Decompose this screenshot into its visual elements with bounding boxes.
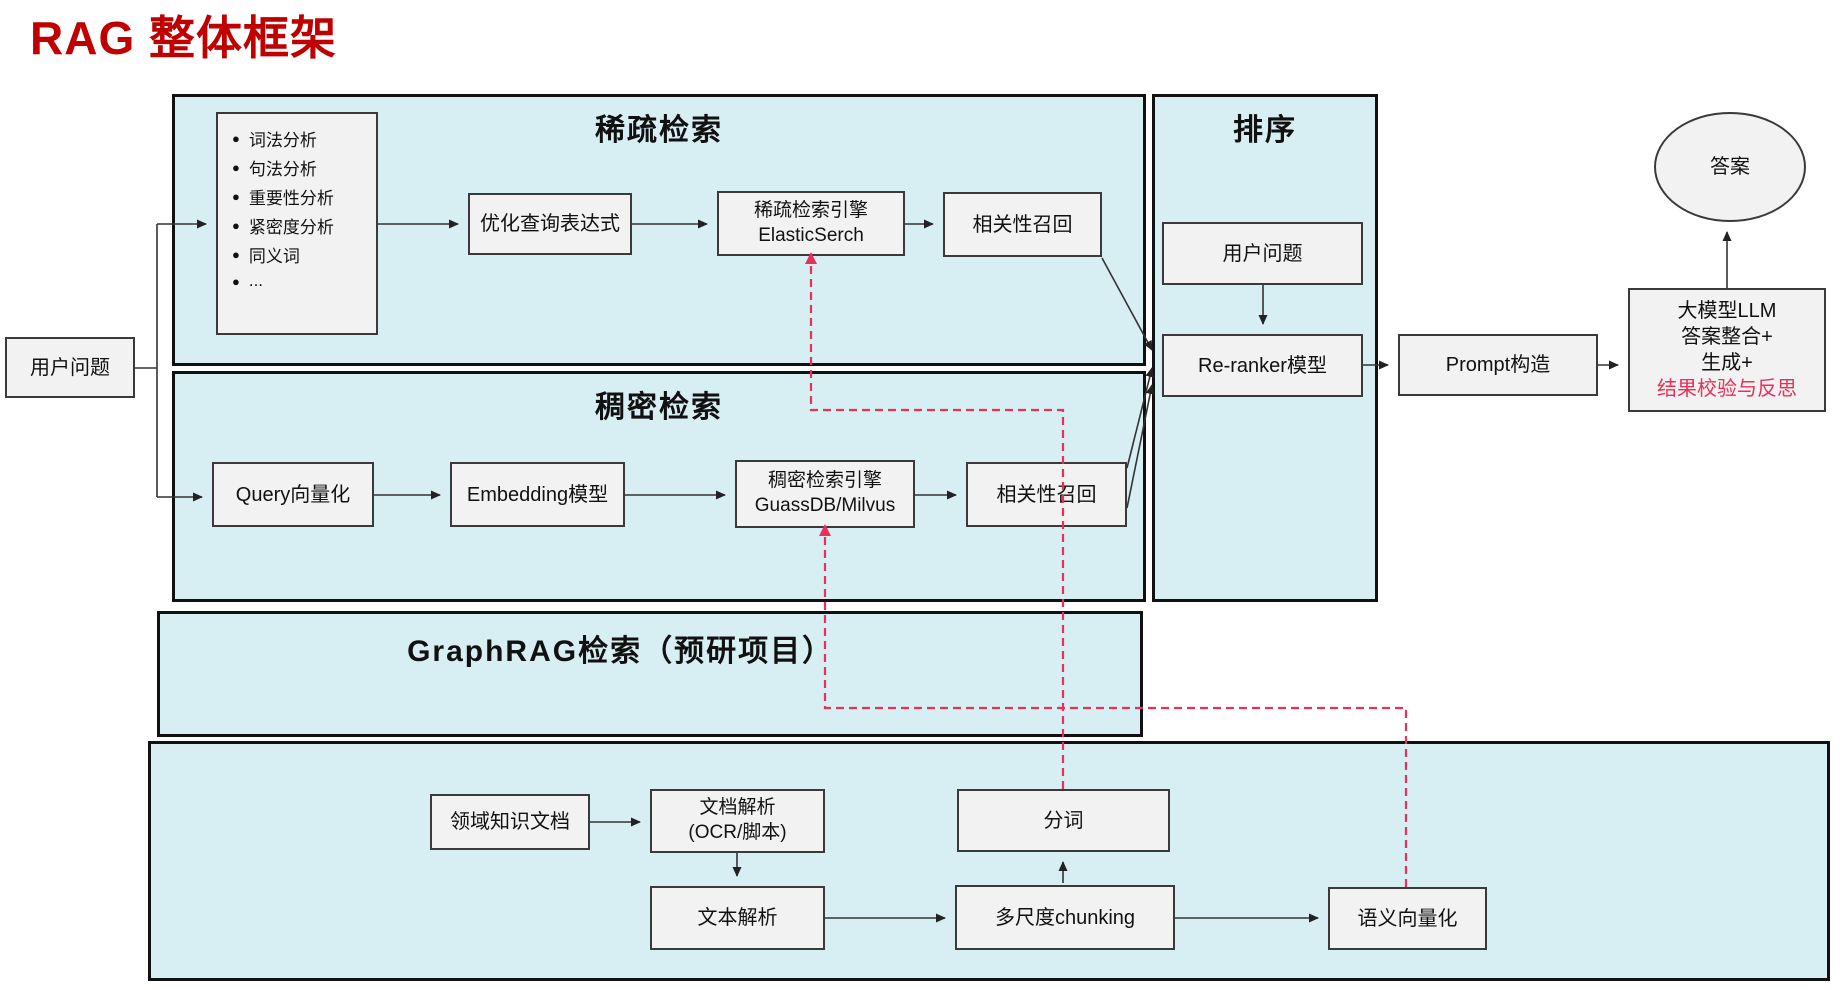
answer-label: 答案 (1710, 156, 1750, 178)
sparse-engine-box: 稀疏检索引擎 ElasticSerch (717, 191, 905, 256)
optimize-query-box: 优化查询表达式 (468, 193, 632, 255)
sparse-recall-box: 相关性召回 (943, 192, 1102, 257)
tokenize-box: 分词 (957, 789, 1170, 852)
bullet-icon: ● (232, 160, 240, 175)
domain-docs-label: 领域知识文档 (450, 811, 570, 833)
analysis-item: ● 词法分析 (232, 126, 366, 151)
doc-parse-label-1: 文档解析 (699, 797, 776, 819)
analysis-item-label: 词法分析 (248, 131, 317, 150)
analysis-item-label: 紧密度分析 (248, 218, 334, 237)
analysis-item: ●... (232, 271, 366, 291)
bullet-icon: ● (232, 247, 240, 262)
graphrag-panel: GraphRAG检索（预研项目） (157, 611, 1143, 737)
ranking-user-question-box: 用户问题 (1162, 222, 1363, 285)
prompt-build-label: Prompt构造 (1445, 354, 1551, 376)
llm-box: 大模型LLM 答案整合+ 生成+ 结果校验与反思 (1628, 288, 1826, 412)
embedding-model-box: Embedding模型 (450, 462, 625, 527)
semantic-vectorize-box: 语义向量化 (1328, 887, 1487, 950)
text-parse-label: 文本解析 (697, 907, 778, 929)
query-vectorize-box: Query向量化 (212, 462, 374, 527)
query-vectorize-label: Query向量化 (235, 483, 351, 506)
ranking-user-question-label: 用户问题 (1222, 242, 1303, 265)
sparse-engine-label-2: ElasticSerch (758, 224, 864, 246)
dense-recall-label: 相关性召回 (996, 483, 1097, 506)
dense-engine-label-1: 稠密检索引擎 (767, 470, 882, 492)
dense-retrieval-header: 稠密检索 (595, 391, 723, 424)
sparse-retrieval-header: 稀疏检索 (595, 114, 723, 147)
sparse-engine-label-1: 稀疏检索引擎 (753, 199, 868, 221)
query-analysis-box: ● 词法分析 ● 句法分析 ● 重要性分析 ● 紧密度分析 ● 同义词 ●... (216, 112, 378, 335)
analysis-item: ● 句法分析 (232, 155, 366, 180)
chunking-label: 多尺度chunking (994, 906, 1136, 929)
llm-label-4: 结果校验与反思 (1657, 378, 1797, 400)
tokenize-label: 分词 (1043, 809, 1084, 832)
chunking-box: 多尺度chunking (955, 885, 1175, 950)
dense-engine-box: 稠密检索引擎 GuassDB/Milvus (735, 460, 915, 528)
bullet-icon: ● (232, 273, 240, 289)
analysis-item-label: 重要性分析 (248, 189, 334, 208)
dense-recall-box: 相关性召回 (966, 462, 1127, 527)
llm-label-3: 生成+ (1701, 352, 1753, 374)
optimize-query-label: 优化查询表达式 (480, 213, 620, 235)
analysis-item: ● 紧密度分析 (232, 213, 366, 238)
analysis-item: ● 同义词 (232, 242, 366, 267)
llm-label-2: 答案整合+ (1681, 326, 1773, 348)
analysis-item: ● 重要性分析 (232, 184, 366, 209)
reranker-label: Re-ranker模型 (1198, 354, 1327, 377)
bullet-icon: ● (232, 218, 240, 233)
bullet-icon: ● (232, 189, 240, 204)
semantic-vectorize-label: 语义向量化 (1357, 907, 1458, 930)
prompt-build-box: Prompt构造 (1398, 334, 1598, 396)
analysis-item-label: 同义词 (248, 247, 300, 266)
user-question-left-label: 用户问题 (30, 356, 110, 379)
user-question-left-box: 用户问题 (5, 337, 135, 398)
text-parse-box: 文本解析 (650, 886, 825, 950)
domain-docs-box: 领域知识文档 (430, 794, 590, 850)
answer-ellipse: 答案 (1654, 112, 1806, 222)
bullet-icon: ● (232, 131, 240, 146)
embedding-model-label: Embedding模型 (466, 483, 609, 506)
llm-label-1: 大模型LLM (1677, 300, 1777, 322)
reranker-box: Re-ranker模型 (1162, 334, 1363, 397)
arrow-user-to-spine (135, 224, 158, 497)
doc-parse-label-2: (OCR/脚本) (688, 822, 787, 843)
graphrag-header: GraphRAG检索（预研项目） (407, 635, 835, 668)
analysis-item-label: 句法分析 (248, 160, 317, 179)
page-title: RAG 整体框架 (30, 12, 337, 64)
doc-parse-box: 文档解析 (OCR/脚本) (650, 789, 825, 853)
ranking-header: 排序 (1233, 114, 1297, 147)
analysis-item-label: ... (248, 271, 264, 290)
dense-engine-label-2: GuassDB/Milvus (754, 495, 896, 516)
sparse-recall-label: 相关性召回 (972, 213, 1073, 236)
